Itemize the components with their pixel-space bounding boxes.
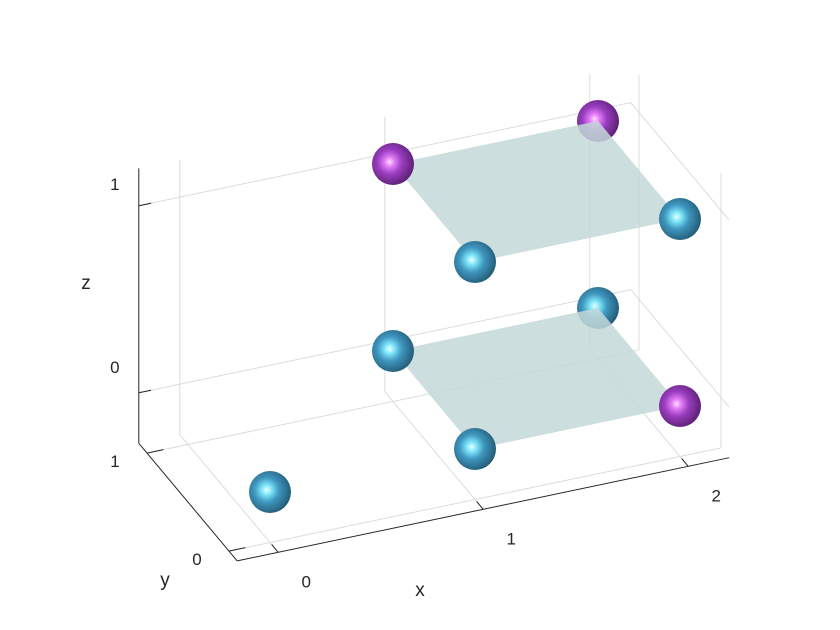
z-axis-label: z [81, 273, 91, 294]
axis-lines [138, 168, 730, 562]
sphere-cyan [372, 330, 414, 372]
grid-line-floor-y [228, 447, 722, 552]
x-tick-mark [681, 458, 689, 467]
sphere-cyan [249, 471, 291, 513]
y-axis-line [138, 442, 238, 562]
sphere-cyan [454, 241, 496, 283]
x-tick-mark [271, 544, 279, 553]
y-tick-mark [146, 449, 164, 454]
sphere-cyan [454, 428, 496, 470]
y-tick-label-1: 1 [110, 452, 119, 471]
y-tick-mark [228, 547, 246, 552]
z-tick-mark [138, 202, 152, 207]
grid-line-floor-x [179, 434, 279, 553]
grid-line-right-z [630, 102, 730, 221]
z-tick-label-1: 1 [110, 175, 119, 194]
z-tick-mark [138, 389, 152, 394]
sphere-magenta [659, 385, 701, 427]
y-tick-label-0: 0 [192, 550, 201, 569]
tick-labels: 0 1 2 0 1 0 1 [110, 175, 721, 591]
sphere-magenta [372, 143, 414, 185]
sphere-cyan [659, 198, 701, 240]
plane-z-0 [393, 308, 680, 449]
plane-z-1 [393, 121, 680, 262]
grid-line-right-z [630, 289, 730, 408]
grid-lines [138, 73, 730, 553]
grid-line-floor-x [384, 391, 484, 510]
x-tick-label-1: 1 [506, 529, 515, 548]
data-marks [249, 100, 701, 513]
x-tick-label-2: 2 [711, 486, 720, 505]
y-axis-label: y [160, 570, 170, 591]
x-tick-label-0: 0 [301, 572, 310, 591]
z-tick-label-0: 0 [110, 358, 119, 377]
x-tick-mark [476, 501, 484, 510]
x-axis-label: x [415, 580, 425, 601]
